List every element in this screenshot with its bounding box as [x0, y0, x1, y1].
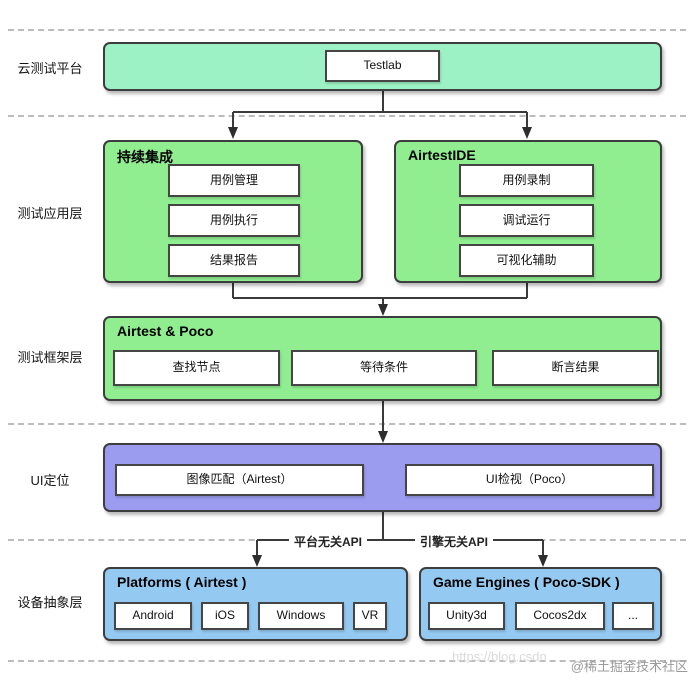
platform-item-ios: iOS [201, 602, 249, 630]
cloud-platform-box: Testlab [103, 42, 662, 91]
connector-merge-to-framework [232, 283, 528, 305]
layer-label-test-application: 测试应用层 [17, 206, 83, 221]
platform-item-android: Android [114, 602, 192, 630]
layer-label-ui-positioning: UI定位 [30, 473, 70, 488]
ui-item-ui-inspection: UI检视（Poco） [405, 464, 654, 496]
separator-line [8, 423, 686, 425]
ui-positioning-box: 图像匹配（Airtest） UI检视（Poco） [103, 443, 662, 512]
airtest-ide-title: AirtestIDE [408, 147, 476, 163]
airtest-poco-title: Airtest & Poco [117, 323, 214, 339]
continuous-integration-box: 持续集成 用例管理 用例执行 结果报告 [103, 140, 363, 283]
separator-line [8, 115, 686, 117]
watermark-community: @稀土掘金技术社区 [570, 659, 688, 674]
ide-item-debug-run: 调试运行 [459, 204, 594, 237]
framework-item-wait-condition: 等待条件 [291, 350, 477, 386]
platforms-box: Platforms ( Airtest ) Android iOS Window… [103, 567, 408, 641]
game-engines-title: Game Engines ( Poco-SDK ) [433, 574, 620, 590]
platforms-title: Platforms ( Airtest ) [117, 574, 247, 590]
ide-item-visual-assist: 可视化辅助 [459, 244, 594, 277]
ui-item-image-matching: 图像匹配（Airtest） [115, 464, 364, 496]
framework-item-assert-result: 断言结果 [492, 350, 659, 386]
framework-item-find-nodes: 查找节点 [113, 350, 280, 386]
engine-item-unity3d: Unity3d [428, 602, 505, 630]
engine-independent-api-label: 引擎无关API [415, 533, 493, 550]
ci-item-case-management: 用例管理 [168, 164, 300, 197]
airtest-ide-box: AirtestIDE 用例录制 调试运行 可视化辅助 [394, 140, 662, 283]
layer-label-test-framework: 测试框架层 [17, 350, 83, 365]
platform-item-windows: Windows [258, 602, 344, 630]
game-engines-box: Game Engines ( Poco-SDK ) Unity3d Cocos2… [419, 567, 662, 641]
connector-testlab-split [232, 91, 528, 128]
continuous-integration-title: 持续集成 [117, 149, 173, 165]
platform-item-vr: VR [353, 602, 387, 630]
platform-independent-api-label: 平台无关API [289, 533, 367, 550]
watermark-url: https://blog.csdn [452, 649, 547, 664]
separator-line [8, 29, 686, 31]
engine-item-cocos2dx: Cocos2dx [515, 602, 605, 630]
layer-label-cloud-platform: 云测试平台 [17, 61, 83, 76]
ci-item-case-execution: 用例执行 [168, 204, 300, 237]
layer-label-device-abstraction: 设备抽象层 [17, 595, 83, 610]
separator-line [8, 660, 686, 662]
testlab-node: Testlab [325, 50, 440, 82]
airtest-poco-box: Airtest & Poco 查找节点 等待条件 断言结果 [103, 316, 662, 401]
ide-item-case-recording: 用例录制 [459, 164, 594, 197]
ci-item-result-report: 结果报告 [168, 244, 300, 277]
engine-item-more: ... [612, 602, 654, 630]
